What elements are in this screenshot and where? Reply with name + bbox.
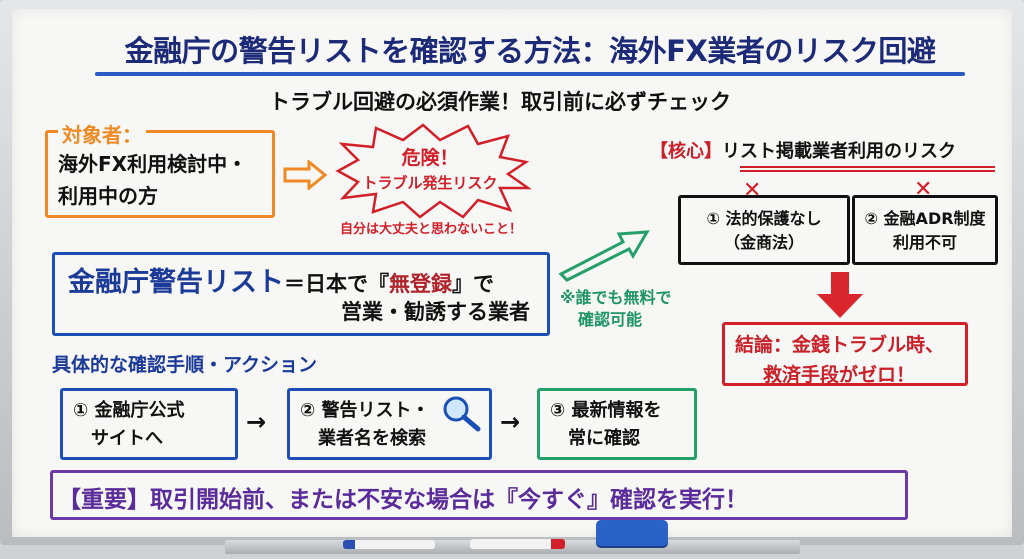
target-line2: 利用中の方 [58, 184, 158, 208]
step-2-line1: ② 警告リスト・ [300, 400, 430, 421]
core-tag: 【核心】 [650, 141, 722, 162]
free-note-line1: ※誰でも無料で [560, 288, 672, 307]
important-text: 【重要】取引開始前、または不安な場合は『今すぐ』確認を実行！ [58, 487, 748, 513]
definition-line1: 金融庁警告リスト＝日本で『無登録』で [68, 260, 494, 299]
definition-box [52, 252, 550, 336]
step-arrow-icon: → [246, 408, 267, 436]
definition-line2: 営業・勧誘する業者 [341, 300, 530, 324]
conclusion-line2: 救済手段がゼロ！ [763, 364, 916, 386]
core-underline [740, 166, 995, 172]
board-title: 金融庁の警告リストを確認する方法：海外FX業者のリスク回避 [124, 34, 936, 68]
target-text: 海外FX利用検討中・利用中の方 [58, 148, 247, 212]
risk-2-line1: ② 金融ADR制度 [864, 209, 986, 228]
step-1-line1: ① 金融庁公式 [73, 400, 185, 421]
title-underline [95, 72, 965, 76]
x-mark-icon: ✕ [914, 177, 933, 202]
quote-open: 『 [368, 272, 389, 296]
blue-marker[interactable] [343, 540, 435, 549]
step-3-line2: 常に確認 [568, 428, 640, 449]
step-arrow-icon: → [500, 408, 521, 436]
definition-tail: で [473, 272, 494, 296]
orange-arrow-icon [283, 160, 328, 190]
risk-box-2: ② 金融ADR制度利用不可 [852, 195, 998, 265]
danger-note: 自分は大丈夫と思わないこと！ [340, 222, 523, 237]
risk-1-line2: （金商法） [723, 233, 804, 252]
step-2: ② 警告リスト・業者名を検索 [287, 388, 492, 460]
definition-keyword: 無登録 [389, 272, 452, 296]
step-2-line2: 業者名を検索 [318, 428, 426, 449]
definition-term: 金融庁警告リスト [68, 267, 284, 298]
definition-eq: ＝日本で [284, 272, 368, 296]
board-subtitle: トラブル回避の必須作業！取引前に必ずチェック [269, 90, 731, 114]
conclusion-box [722, 322, 968, 386]
conclusion-line1: 結論：金銭トラブル時、 [735, 334, 945, 356]
free-note-line2: 確認可能 [578, 310, 643, 329]
danger-text: トラブル発生リスク [362, 174, 498, 192]
risk-box-1: ① 法的保護なし （金商法） [678, 195, 850, 265]
free-note: ※誰でも無料で確認可能 [560, 287, 672, 331]
steps-heading: 具体的な確認手順・アクション [52, 354, 318, 376]
risk-1-line1: ① 法的保護なし [706, 209, 822, 228]
conclusion-text: 結論：金銭トラブル時、救済手段がゼロ！ [735, 330, 944, 390]
eraser[interactable] [596, 520, 668, 546]
core-heading: 【核心】リスト掲載業者利用のリスク [650, 137, 956, 163]
danger-starburst-icon [335, 123, 532, 219]
step-1: ① 金融庁公式サイトへ [60, 388, 238, 460]
step-3: ③ 最新情報を常に確認 [537, 388, 697, 460]
target-box [45, 130, 275, 218]
red-down-arrow-icon [817, 272, 863, 318]
red-marker[interactable] [470, 539, 565, 549]
important-box [50, 470, 908, 520]
green-arrow-icon [558, 230, 650, 282]
target-line1: 海外FX利用検討中・ [58, 152, 248, 176]
risk-2-line2: 利用不可 [892, 233, 957, 252]
danger-title: 危険！ [401, 147, 459, 169]
step-1-line2: サイトへ [91, 428, 163, 449]
x-mark-icon: ✕ [743, 178, 762, 203]
target-label: 対象者： [58, 119, 146, 148]
core-heading-text: リスト掲載業者利用のリスク [722, 141, 956, 162]
quote-close: 』 [452, 272, 473, 296]
magnifier-icon [443, 396, 481, 432]
step-3-line1: ③ 最新情報を [550, 400, 662, 421]
